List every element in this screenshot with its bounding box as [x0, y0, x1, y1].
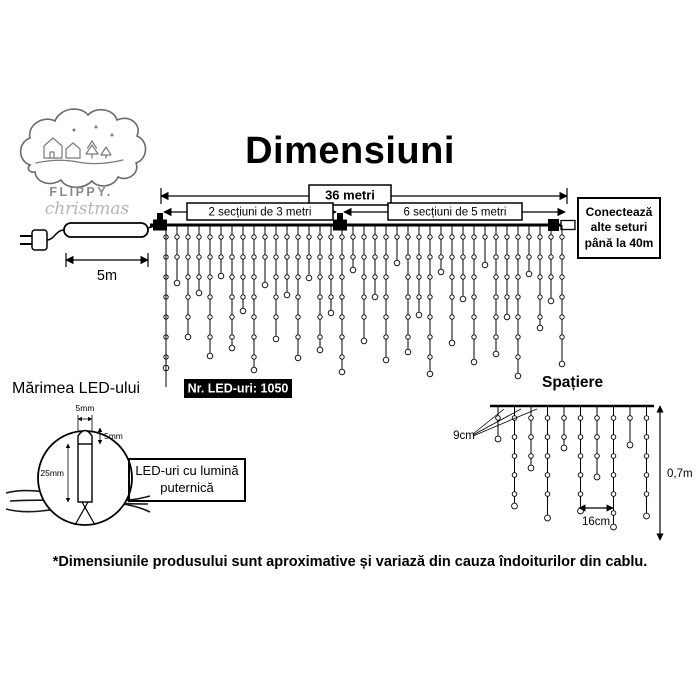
right-section-label: 6 secțiuni de 5 metri: [404, 207, 507, 219]
mini-curtain-lights: [494, 406, 650, 531]
dimensions-diagram: 36 metri 2 secțiuni de 3 metri 6 secțiun…: [20, 184, 576, 398]
lead-length-label: 5m: [97, 268, 117, 284]
spacing-diagram: 9cm 0,7m 16cm: [453, 404, 693, 541]
led-size-heading: Mărimea LED-ului: [12, 380, 141, 397]
drop-height-dimension: 0,7m: [656, 405, 693, 541]
logo-cloud-sketch: [19, 108, 147, 189]
led-count-badge: Nr. LED-uri: 1050: [184, 379, 292, 398]
spacing-heading: Spațiere: [542, 374, 604, 391]
power-plug: [20, 222, 159, 251]
drop-height-label: 0,7m: [667, 468, 693, 480]
drop-gap-dimension: 9cm: [453, 408, 538, 442]
logo-brand-sub: christmas: [45, 199, 130, 219]
led-callout-box: LED-uri cu lumină puternică: [128, 458, 246, 502]
logo-village-sketch: [35, 125, 124, 165]
end-connector: [548, 219, 576, 231]
wire-connector-2: [333, 213, 347, 231]
led-top-width-label: 5mm: [76, 403, 95, 413]
footnote: *Dimensiunile produsului sunt aproximati…: [52, 554, 648, 570]
led-size-diagram: 5mm 5mm 25mm: [5, 403, 151, 526]
drop-gap-label: 9cm: [453, 430, 475, 442]
curtain-lights: [162, 225, 566, 380]
left-section-label: 2 secțiuni de 3 metri: [209, 207, 312, 219]
wire-connector-1: [153, 213, 167, 231]
measurement-lead: 5m: [65, 253, 149, 284]
bulb-gap-label: 16cm: [582, 516, 610, 528]
page-title: Dimensiuni: [245, 130, 455, 172]
logo-brand-name: FLIPPY.: [49, 185, 112, 199]
connect-note-box: Conectează alte seturi până la 40m: [577, 197, 661, 259]
total-length-label: 36 metri: [325, 188, 375, 203]
led-dimensions: 5mm 5mm 25mm: [40, 403, 123, 503]
led-count-label: Nr. LED-uri: 1050: [188, 382, 289, 396]
led-body-length-label: 25mm: [40, 468, 64, 478]
measurement-right-section: 6 secțiuni de 5 metri: [343, 202, 566, 221]
bulb-gap-dimension: 16cm: [578, 504, 614, 528]
flippy-christmas-logo: FLIPPY. christmas: [19, 108, 147, 219]
led-bulb-drawing: [74, 429, 96, 526]
led-side-height-label: 5mm: [104, 431, 123, 441]
measurement-total-length: 36 metri: [160, 184, 568, 206]
measurement-left-section: 2 secțiuni de 3 metri: [163, 202, 337, 221]
